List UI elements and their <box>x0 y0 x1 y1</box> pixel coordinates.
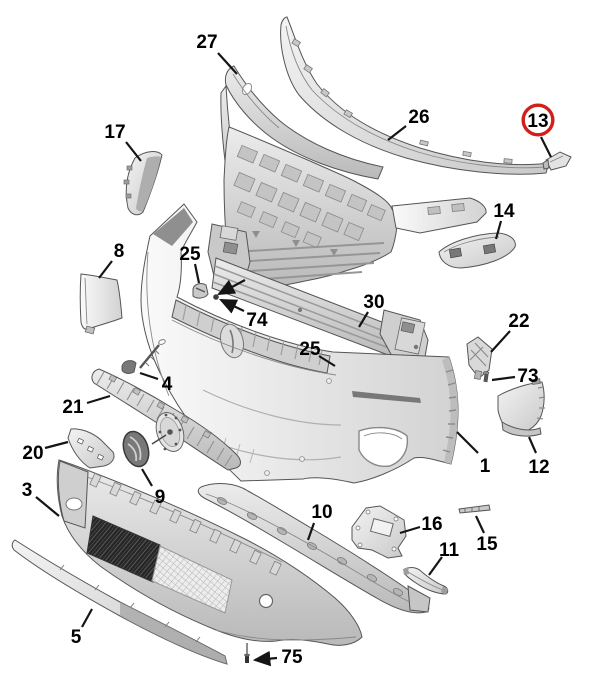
leader-line-17 <box>125 141 142 162</box>
callout-label-10[interactable]: 10 <box>311 502 332 523</box>
leader-line-27 <box>217 52 238 75</box>
callout-label-25[interactable]: 25 <box>179 244 201 265</box>
callout-label-22[interactable]: 22 <box>508 311 529 332</box>
leader-line-10 <box>306 522 316 541</box>
leader-line-4 <box>139 371 159 381</box>
callout-label-16[interactable]: 16 <box>421 514 442 535</box>
callout-label-75[interactable]: 75 <box>281 647 303 668</box>
part-lower-lip-5 <box>11 539 228 665</box>
leader-line-13 <box>540 136 552 158</box>
callout-label-5[interactable]: 5 <box>71 627 82 648</box>
part-lower-grille-3 <box>56 459 363 646</box>
leader-line-21 <box>86 394 111 405</box>
part-sensor-strip-15 <box>458 504 491 514</box>
leader-line-15 <box>475 515 485 534</box>
leader-line-74 <box>219 299 245 314</box>
leader-line-14 <box>494 220 503 240</box>
callout-label-25[interactable]: 25 <box>299 339 321 360</box>
callout-labels: 27 17 26 13 14 8 25 30 74 22 25 73 4 21 20 1 12 3 9 10 16 15 1… <box>22 32 555 668</box>
part-end-bracket-13 <box>542 151 572 171</box>
highlight-circle-13 <box>521 103 555 137</box>
part-grille-support-panel <box>223 126 487 291</box>
callout-label-13[interactable]: 13 <box>527 111 548 132</box>
part-fog-bracket-16 <box>351 505 407 559</box>
callout-label-4[interactable]: 4 <box>162 374 173 395</box>
part-screw-73 <box>482 371 490 383</box>
callout-label-1[interactable]: 1 <box>480 456 491 477</box>
leader-line-1 <box>456 431 479 454</box>
callout-label-20[interactable]: 20 <box>22 443 43 464</box>
part-tow-cover-8 <box>79 273 123 335</box>
leader-line-12 <box>527 436 538 454</box>
part-screw-74 <box>213 294 219 300</box>
callout-label-15[interactable]: 15 <box>476 534 498 555</box>
callout-label-11[interactable]: 11 <box>439 540 460 561</box>
callout-label-27[interactable]: 27 <box>196 32 217 53</box>
part-grille-trim-21 <box>91 368 241 471</box>
callout-label-14[interactable]: 14 <box>493 201 515 222</box>
leader-line-16 <box>399 525 421 535</box>
leader-line-25 <box>318 355 336 367</box>
callout-label-30[interactable]: 30 <box>363 292 384 313</box>
leader-line-25 <box>193 263 201 284</box>
part-cover-17 <box>123 151 163 216</box>
callout-label-21[interactable]: 21 <box>62 397 84 418</box>
assembly-line-74 <box>217 279 246 296</box>
leader-lines <box>35 52 552 667</box>
leader-line-11 <box>428 556 443 576</box>
callout-label-12[interactable]: 12 <box>528 457 549 478</box>
leader-line-26 <box>387 125 407 141</box>
part-emblem-9 <box>122 430 167 468</box>
part-bracket-strip-11 <box>403 567 449 595</box>
part-clip-4 <box>121 339 166 374</box>
part-trim-strip-20 <box>67 428 115 469</box>
leader-line-8 <box>98 260 113 279</box>
leader-line-3 <box>35 496 60 517</box>
part-side-support-14 <box>438 232 516 269</box>
part-bumper-skin-1 <box>140 203 459 484</box>
part-upper-trim-strip-26 <box>280 16 550 175</box>
part-lower-support-10 <box>197 483 431 614</box>
leader-line-20 <box>44 440 69 450</box>
callout-label-9[interactable]: 9 <box>155 487 166 508</box>
part-bracket-22 <box>466 336 493 380</box>
leader-line-30 <box>358 311 369 328</box>
callout-label-26[interactable]: 26 <box>408 107 429 128</box>
part-bumper-beam-30 <box>207 223 429 363</box>
leader-line-73 <box>491 375 516 382</box>
part-screw-75 <box>244 643 250 663</box>
callout-label-17[interactable]: 17 <box>104 122 125 143</box>
leader-line-75 <box>252 650 278 667</box>
part-corner-deflector-12 <box>497 378 546 437</box>
leader-line-22 <box>490 330 511 353</box>
callout-label-73[interactable]: 73 <box>517 366 538 387</box>
leader-line-5 <box>81 608 93 628</box>
callout-label-8[interactable]: 8 <box>114 241 125 262</box>
callout-label-74[interactable]: 74 <box>246 310 268 331</box>
leader-line-9 <box>141 468 153 487</box>
callout-label-3[interactable]: 3 <box>22 480 33 501</box>
part-clip-25-left <box>192 283 209 299</box>
